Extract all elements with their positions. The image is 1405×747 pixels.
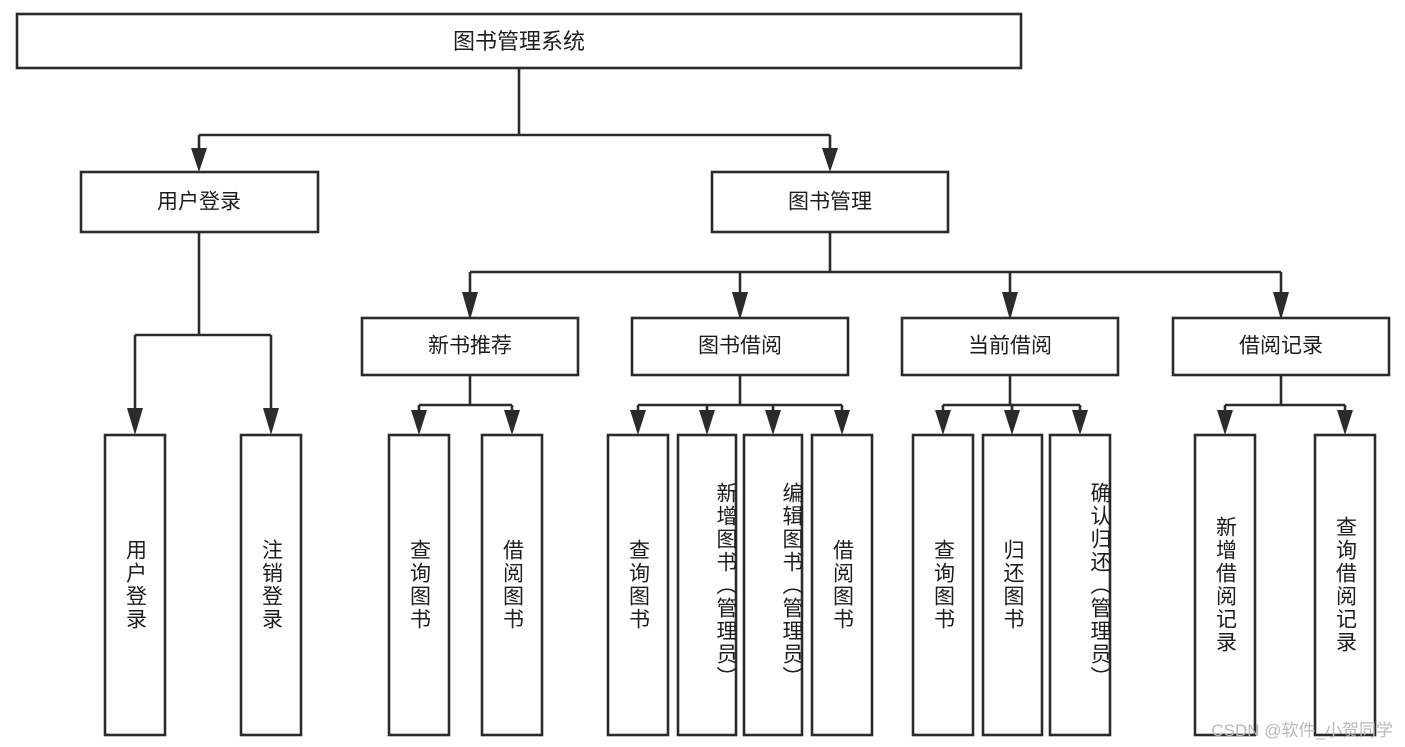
arrow-head-current-borrow — [1002, 292, 1018, 320]
connector-layer — [127, 68, 1353, 435]
node-book-management[interactable]: 图书管理 — [710, 170, 950, 234]
node-borrow-record[interactable]: 借阅记录 — [1171, 316, 1391, 377]
node-current-borrow[interactable]: 当前借阅 — [900, 316, 1120, 377]
leaf-box-nb-borrow-book[interactable] — [480, 433, 544, 737]
node-user-login-box[interactable] — [79, 170, 320, 234]
node-book-management-box[interactable] — [710, 170, 950, 234]
leaf-box-br-query-record[interactable] — [1313, 433, 1377, 737]
leaf-box-bb-edit-book[interactable] — [742, 433, 804, 737]
leaf-box-logout[interactable] — [239, 433, 303, 737]
node-borrow-record-label: 借阅记录 — [1239, 335, 1323, 358]
node-borrow-record-box[interactable] — [1171, 316, 1391, 377]
arrow-head-user-login — [191, 148, 207, 172]
arrow-head-br-leaf-2 — [1337, 410, 1353, 435]
node-book-management-label: 图书管理 — [788, 191, 872, 214]
arrow-head-bb-leaf-1 — [630, 410, 646, 435]
leaf-box-cb-query-book[interactable] — [911, 433, 975, 737]
arrow-head-nb-leaf-1 — [411, 410, 427, 435]
arrow-head-bb-leaf-3 — [765, 410, 781, 435]
leaf-box-cb-return-book[interactable] — [981, 433, 1044, 737]
node-root[interactable]: 图书管理系统 — [15, 12, 1023, 70]
node-current-borrow-label: 当前借阅 — [968, 335, 1052, 358]
arrow-head-bb-leaf-4 — [834, 410, 850, 435]
node-user-login-label: 用户登录 — [157, 191, 241, 214]
arrow-head-borrow-record — [1273, 292, 1289, 320]
node-book-borrow-label: 图书借阅 — [698, 335, 782, 358]
arrow-head-book-borrow — [732, 292, 748, 320]
node-user-login[interactable]: 用户登录 — [79, 170, 320, 234]
arrow-head-book-mgmt — [822, 148, 838, 172]
leaf-box-bb-query-book[interactable] — [606, 433, 670, 737]
arrow-head-nb-leaf-2 — [504, 410, 520, 435]
node-new-book-recommend[interactable]: 新书推荐 — [360, 316, 580, 377]
node-book-borrow[interactable]: 图书借阅 — [630, 316, 850, 377]
node-root-box[interactable] — [15, 12, 1023, 70]
node-current-borrow-box[interactable] — [900, 316, 1120, 377]
leaf-box-cb-confirm-return[interactable] — [1048, 433, 1112, 737]
arrow-head-cb-leaf-1 — [935, 410, 951, 435]
arrow-head-new-book — [462, 292, 478, 320]
leaf-box-br-add-record[interactable] — [1193, 433, 1257, 737]
arrow-head-cb-leaf-3 — [1072, 410, 1088, 435]
node-root-label: 图书管理系统 — [453, 29, 585, 54]
arrow-head-leaf-logout — [263, 408, 279, 435]
leaf-box-nb-query-book[interactable] — [387, 433, 451, 737]
watermark-text: CSDN @软件_小贺同学 — [1211, 721, 1393, 740]
arrow-head-bb-leaf-2 — [699, 410, 715, 435]
arrow-head-cb-leaf-2 — [1004, 410, 1020, 435]
leaf-box-bb-borrow-book[interactable] — [810, 433, 874, 737]
arrow-head-leaf-user-login — [127, 408, 143, 435]
leaf-box-user-login[interactable] — [103, 433, 167, 737]
node-new-book-recommend-box[interactable] — [360, 316, 580, 377]
node-new-book-recommend-label: 新书推荐 — [428, 335, 512, 358]
arrow-head-br-leaf-1 — [1217, 410, 1233, 435]
node-book-borrow-box[interactable] — [630, 316, 850, 377]
leaf-box-bb-add-book[interactable] — [676, 433, 738, 737]
